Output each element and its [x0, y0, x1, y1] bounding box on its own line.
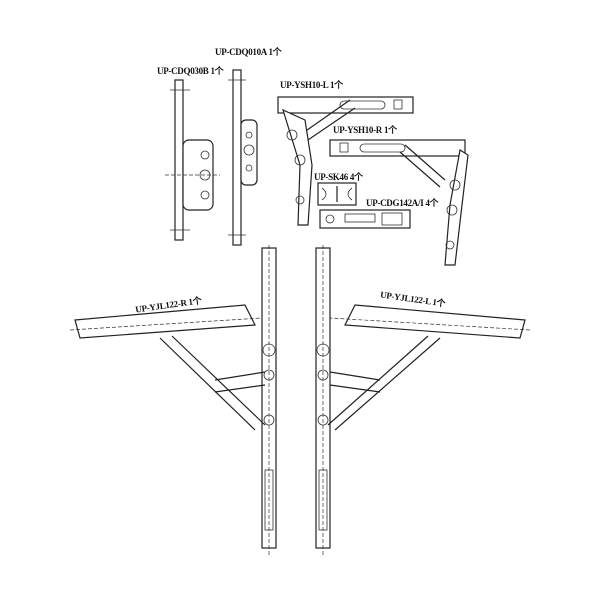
part-yjl122l: [315, 245, 531, 555]
part-ysh10l: [277, 96, 414, 226]
part-cdq030b: [165, 79, 220, 241]
label-cdg142a: UP-CDG142A/I 4个: [366, 198, 439, 208]
part-cdg142a: [319, 209, 411, 229]
label-sk46: UP-SK46 4个: [314, 172, 363, 182]
label-cdq010a: UP-CDQ010A 1个: [215, 47, 282, 57]
part-ysh10r: [329, 139, 469, 266]
part-cdq010a: [228, 69, 258, 246]
part-sk46: [317, 182, 357, 206]
label-ysh10l: UP-YSH10-L 1个: [280, 80, 343, 90]
part-yjl122r: [69, 245, 277, 555]
label-ysh10r: UP-YSH10-R 1个: [333, 125, 397, 135]
label-cdq030b: UP-CDQ030B 1个: [157, 66, 224, 76]
